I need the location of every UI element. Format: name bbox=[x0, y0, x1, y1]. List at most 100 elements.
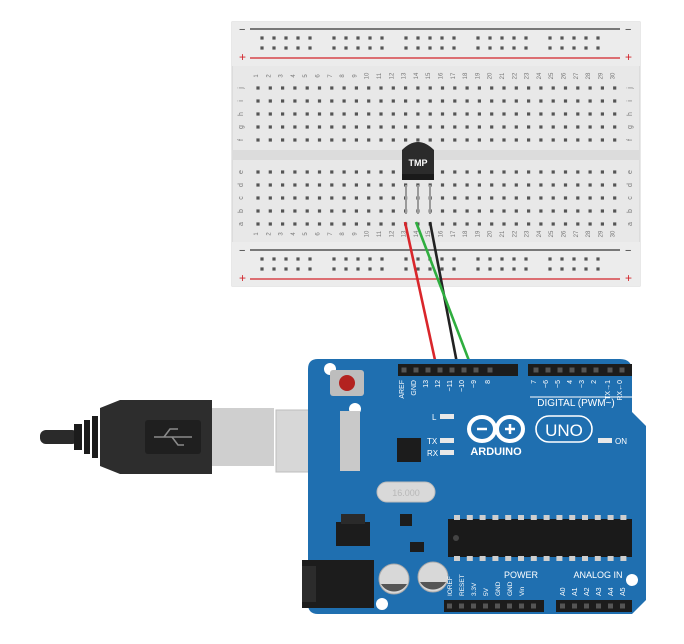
rail-hole[interactable] bbox=[476, 257, 480, 261]
breadboard-hole[interactable] bbox=[354, 99, 358, 103]
breadboard-hole[interactable] bbox=[293, 209, 297, 213]
breadboard-hole[interactable] bbox=[293, 112, 297, 116]
breadboard-hole[interactable] bbox=[404, 86, 408, 90]
breadboard-hole[interactable] bbox=[453, 112, 457, 116]
rail-hole[interactable] bbox=[308, 36, 312, 40]
breadboard-hole[interactable] bbox=[539, 138, 543, 142]
breadboard-hole[interactable] bbox=[268, 222, 272, 226]
breadboard-hole[interactable] bbox=[268, 99, 272, 103]
breadboard-hole[interactable] bbox=[613, 138, 617, 142]
breadboard-hole[interactable] bbox=[588, 86, 592, 90]
rail-hole[interactable] bbox=[524, 267, 528, 271]
breadboard-hole[interactable] bbox=[465, 209, 469, 213]
breadboard-hole[interactable] bbox=[391, 86, 395, 90]
breadboard-hole[interactable] bbox=[551, 209, 555, 213]
breadboard-hole[interactable] bbox=[527, 222, 531, 226]
breadboard-hole[interactable] bbox=[551, 138, 555, 142]
breadboard-hole[interactable] bbox=[588, 125, 592, 129]
breadboard-hole[interactable] bbox=[342, 209, 346, 213]
rail-hole[interactable] bbox=[584, 267, 588, 271]
breadboard-hole[interactable] bbox=[514, 183, 518, 187]
breadboard-hole[interactable] bbox=[281, 196, 285, 200]
breadboard-hole[interactable] bbox=[293, 170, 297, 174]
breadboard-hole[interactable] bbox=[502, 196, 506, 200]
breadboard-hole[interactable] bbox=[305, 138, 309, 142]
breadboard-hole[interactable] bbox=[477, 86, 481, 90]
breadboard-hole[interactable] bbox=[256, 196, 260, 200]
rail-hole[interactable] bbox=[332, 257, 336, 261]
breadboard-hole[interactable] bbox=[465, 99, 469, 103]
rail-hole[interactable] bbox=[260, 257, 264, 261]
breadboard-hole[interactable] bbox=[502, 209, 506, 213]
breadboard-hole[interactable] bbox=[600, 86, 604, 90]
breadboard-hole[interactable] bbox=[404, 138, 408, 142]
breadboard-hole[interactable] bbox=[514, 125, 518, 129]
breadboard-hole[interactable] bbox=[354, 196, 358, 200]
breadboard-hole[interactable] bbox=[379, 125, 383, 129]
breadboard-hole[interactable] bbox=[527, 209, 531, 213]
breadboard-hole[interactable] bbox=[428, 125, 432, 129]
breadboard-hole[interactable] bbox=[256, 183, 260, 187]
rail-hole[interactable] bbox=[560, 46, 564, 50]
breadboard-hole[interactable] bbox=[379, 86, 383, 90]
breadboard-hole[interactable] bbox=[613, 99, 617, 103]
breadboard-hole[interactable] bbox=[330, 170, 334, 174]
rail-hole[interactable] bbox=[344, 36, 348, 40]
rail-hole[interactable] bbox=[356, 46, 360, 50]
rail-hole[interactable] bbox=[452, 36, 456, 40]
rail-hole[interactable] bbox=[272, 267, 276, 271]
breadboard-hole[interactable] bbox=[539, 183, 543, 187]
breadboard-hole[interactable] bbox=[563, 196, 568, 200]
breadboard-hole[interactable] bbox=[391, 138, 395, 142]
breadboard-hole[interactable] bbox=[613, 86, 617, 90]
breadboard-hole[interactable] bbox=[330, 86, 334, 90]
breadboard-hole[interactable] bbox=[588, 112, 592, 116]
breadboard-hole[interactable] bbox=[256, 209, 260, 213]
rail-hole[interactable] bbox=[488, 267, 492, 271]
rail-hole[interactable] bbox=[284, 267, 288, 271]
breadboard-hole[interactable] bbox=[453, 170, 457, 174]
breadboard-hole[interactable] bbox=[330, 222, 334, 226]
rail-hole[interactable] bbox=[296, 36, 300, 40]
breadboard-hole[interactable] bbox=[490, 170, 494, 174]
breadboard-hole[interactable] bbox=[416, 125, 420, 129]
breadboard-hole[interactable] bbox=[539, 112, 543, 116]
breadboard-hole[interactable] bbox=[465, 112, 469, 116]
breadboard-hole[interactable] bbox=[600, 125, 604, 129]
breadboard-hole[interactable] bbox=[281, 86, 285, 90]
rail-hole[interactable] bbox=[500, 36, 504, 40]
rail-hole[interactable] bbox=[380, 267, 384, 271]
rail-hole[interactable] bbox=[560, 36, 564, 40]
breadboard-hole[interactable] bbox=[354, 112, 358, 116]
breadboard-hole[interactable] bbox=[490, 138, 494, 142]
rail-hole[interactable] bbox=[332, 36, 336, 40]
breadboard-hole[interactable] bbox=[551, 196, 555, 200]
breadboard-hole[interactable] bbox=[613, 112, 617, 116]
breadboard-hole[interactable] bbox=[465, 222, 469, 226]
breadboard-hole[interactable] bbox=[391, 99, 395, 103]
breadboard-hole[interactable] bbox=[404, 125, 408, 129]
breadboard-hole[interactable] bbox=[527, 125, 531, 129]
breadboard-hole[interactable] bbox=[576, 170, 580, 174]
digital-header-left[interactable] bbox=[398, 364, 518, 376]
breadboard-hole[interactable] bbox=[256, 138, 260, 142]
breadboard-hole[interactable] bbox=[367, 209, 371, 213]
rail-hole[interactable] bbox=[512, 36, 516, 40]
breadboard-hole[interactable] bbox=[527, 170, 531, 174]
breadboard-hole[interactable] bbox=[379, 183, 383, 187]
breadboard-hole[interactable] bbox=[490, 112, 494, 116]
breadboard-hole[interactable] bbox=[490, 222, 494, 226]
rail-hole[interactable] bbox=[524, 257, 528, 261]
breadboard-hole[interactable] bbox=[502, 112, 506, 116]
breadboard-hole[interactable] bbox=[600, 209, 604, 213]
breadboard-hole[interactable] bbox=[367, 112, 371, 116]
breadboard-hole[interactable] bbox=[551, 183, 555, 187]
rail-hole[interactable] bbox=[296, 267, 300, 271]
breadboard-hole[interactable] bbox=[600, 138, 604, 142]
breadboard-hole[interactable] bbox=[367, 170, 371, 174]
breadboard-hole[interactable] bbox=[404, 112, 408, 116]
breadboard-hole[interactable] bbox=[477, 99, 481, 103]
breadboard-hole[interactable] bbox=[342, 112, 346, 116]
breadboard-hole[interactable] bbox=[527, 112, 531, 116]
